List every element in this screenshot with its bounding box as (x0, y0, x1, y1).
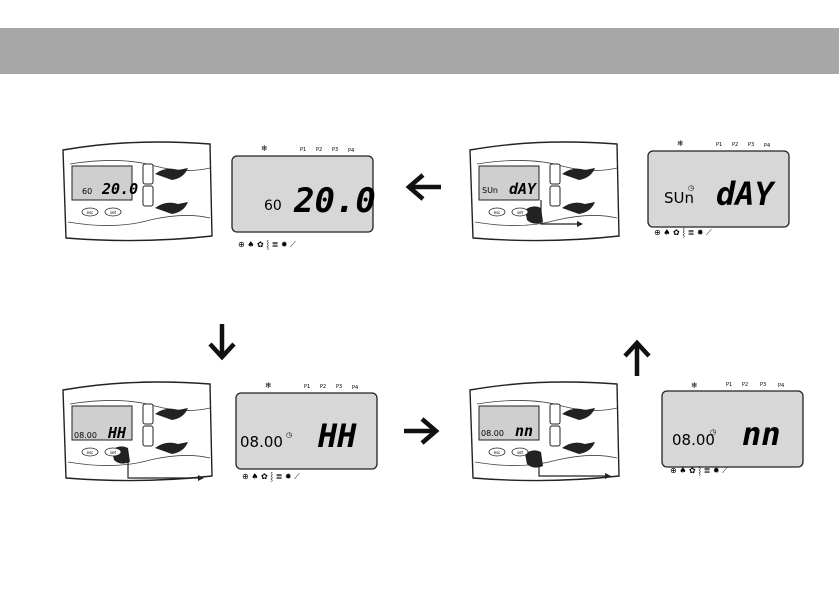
lcd-small-value: 08.00 (240, 433, 283, 451)
arrow-down-icon (205, 322, 239, 362)
clock-icon: ◷ (286, 431, 293, 439)
p4-indicator: P4 (352, 385, 358, 391)
lcd-screen (662, 391, 803, 467)
arrow-up-icon (620, 338, 654, 378)
p1-indicator: P1 (716, 142, 722, 148)
unit-main-value: HH (107, 424, 127, 442)
unit-main-value: dAY (509, 180, 537, 198)
p2-indicator: P2 (320, 384, 326, 390)
esc-label: esc (494, 210, 501, 215)
unit-small-value: SUn (482, 186, 498, 195)
p4-indicator: P4 (348, 148, 354, 154)
lcd-main-value: HH (317, 417, 357, 455)
lcd-main-value: nn (742, 415, 781, 453)
status-icons: ⊕ ♠ ✿ ⸾ ≣ ✹ ⟋ (238, 240, 296, 250)
p2-indicator: P2 (732, 142, 738, 148)
snowflake-icon: ❄ (265, 381, 272, 390)
arrow-left-icon (403, 172, 443, 202)
status-icons: ⊕ ♠ ✿ ⸾ ≣ ✹ ⟋ (242, 472, 300, 482)
set-label: set (517, 450, 524, 455)
lcd-display-day: ❄ P1 P2 P3 P4 SUn ◷ dAY ⊕ ♠ ✿ ⸾ ≣ ✹ ⟋ (644, 135, 794, 245)
p1-indicator: P1 (300, 147, 306, 153)
esc-label: esc (87, 450, 94, 455)
lcd-main-value: 20.0 (293, 181, 376, 221)
clock-icon: ◷ (688, 184, 695, 192)
lcd-display-minutes: ❄ P1 P2 P3 P4 08.00 ◷ nn ⊕ ♠ ✿ ⸾ ≣ ✹ ⟋ (658, 375, 808, 485)
p1-indicator: P1 (726, 382, 732, 388)
p2-indicator: P2 (742, 382, 748, 388)
p3-indicator: P3 (760, 382, 766, 388)
p1-indicator: P1 (304, 384, 310, 390)
set-label: set (110, 450, 117, 455)
p4-indicator: P4 (778, 383, 784, 389)
unit-main-value: nn (515, 422, 533, 440)
unit-small-value: 08.00 (74, 431, 97, 440)
lcd-small-value: 60 (264, 198, 282, 214)
unit-small-value: 60 (82, 187, 92, 196)
esc-label: esc (87, 210, 94, 215)
unit-main-value: 20.0 (101, 180, 138, 198)
lcd-main-value: dAY (716, 175, 777, 213)
lcd-display-normal: ❄ P1 P2 P3 P4 60 20.0 ⊕ ♠ ✿ ⸾ ≣ ✹ ⟋ (228, 140, 378, 250)
status-icons: ⊕ ♠ ✿ ⸾ ≣ ✹ ⟋ (670, 466, 728, 476)
header-band (0, 28, 839, 74)
snowflake-icon: ❄ (691, 381, 698, 390)
lcd-display-hours: ❄ P1 P2 P3 P4 08.00 ◷ HH ⊕ ♠ ✿ ⸾ ≣ ✹ ⟋ (232, 375, 382, 485)
status-icons: ⊕ ♠ ✿ ⸾ ≣ ✹ ⟋ (654, 228, 712, 238)
arrow-right-icon (402, 416, 442, 446)
p4-indicator: P4 (764, 143, 770, 149)
set-label: set (110, 210, 117, 215)
unit-small-value: 08.00 (481, 429, 504, 438)
p3-indicator: P3 (332, 147, 338, 153)
set-label: set (517, 210, 524, 215)
p2-indicator: P2 (316, 147, 322, 153)
clock-icon: ◷ (710, 428, 717, 436)
snowflake-icon: ❄ (261, 144, 268, 153)
snowflake-icon: ❄ (677, 139, 684, 148)
p3-indicator: P3 (336, 384, 342, 390)
p3-indicator: P3 (748, 142, 754, 148)
lcd-small-value: 08.00 (672, 431, 715, 449)
esc-label: esc (494, 450, 501, 455)
